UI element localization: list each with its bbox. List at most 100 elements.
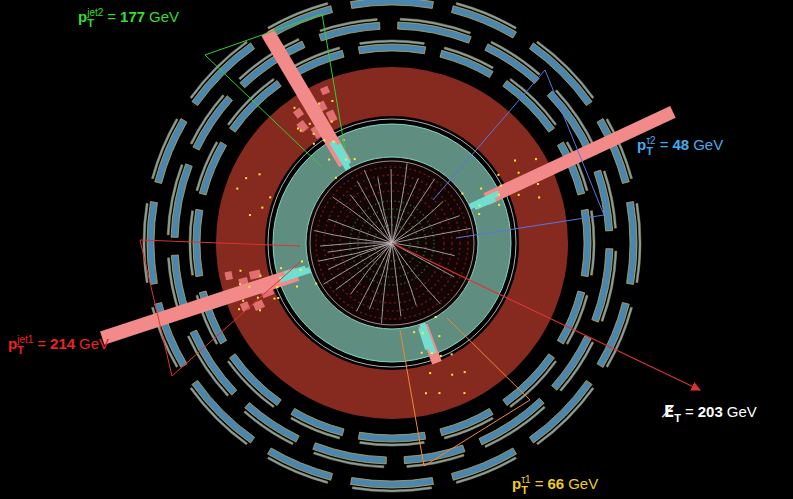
cone-line [545, 70, 604, 215]
hit [435, 316, 437, 318]
track [369, 243, 392, 309]
cone-line [447, 318, 530, 400]
hit [438, 392, 440, 394]
quantity-value: p [512, 475, 521, 492]
quantity-text: GeV [79, 335, 109, 352]
muon-chamber-layer [590, 211, 595, 276]
muon-chamber [192, 43, 255, 106]
muon-chamber-layer [352, 487, 431, 492]
muon-chamber [192, 380, 255, 443]
calorimeter-tower [293, 108, 304, 119]
muon-chamber-layer [167, 165, 183, 235]
quantity-value: 203 [698, 403, 723, 420]
cone-line [456, 215, 604, 238]
hit [280, 267, 282, 269]
muon-chamber-layer [227, 78, 274, 125]
calorimeter-tower [249, 270, 262, 280]
track [320, 243, 392, 246]
superscript: τ1 [521, 475, 531, 485]
quantity-text: = [37, 335, 46, 352]
hit [451, 353, 453, 355]
hit [514, 159, 516, 161]
hit [328, 159, 330, 161]
quantity-value: p [78, 8, 87, 25]
cone-line [205, 14, 322, 55]
hit [345, 159, 347, 161]
hit [277, 297, 279, 299]
jet-deposit [100, 268, 299, 345]
muon-chamber [358, 44, 425, 54]
muon-chamber [627, 202, 637, 285]
em-deposit [474, 198, 496, 210]
hit [276, 286, 278, 288]
subscript: T [521, 485, 531, 495]
hit [323, 139, 325, 141]
script-stack: T [674, 403, 681, 423]
momentum-label: pτ2T=48GeV [637, 135, 723, 156]
track [392, 243, 440, 304]
track [323, 243, 392, 284]
muon-chamber-layer [537, 388, 594, 445]
hit [431, 352, 433, 354]
track [392, 243, 455, 256]
hit [422, 332, 424, 334]
hit [500, 185, 502, 187]
hit [331, 121, 333, 123]
muon-chamber-layer [510, 78, 557, 125]
hit [245, 177, 247, 179]
hit [242, 300, 244, 302]
cone-line [205, 55, 322, 167]
hit [413, 331, 415, 333]
muon-chamber [313, 443, 387, 464]
script-stack: jet1T [17, 335, 33, 355]
cone-line [400, 330, 424, 466]
muon-chamber [529, 380, 592, 443]
hit [331, 100, 333, 102]
track [391, 169, 393, 243]
cone-line [424, 400, 530, 466]
hit [301, 260, 303, 262]
quantity-value: 48 [672, 136, 689, 153]
hit [421, 352, 423, 354]
hit [497, 174, 499, 176]
subscript: T [674, 413, 681, 423]
em-deposit [418, 328, 429, 350]
hit [239, 283, 241, 285]
hit [300, 269, 302, 271]
track [318, 243, 392, 261]
quantity-value: E̸ [664, 403, 674, 421]
hit [461, 193, 463, 195]
muon-chamber [171, 164, 192, 238]
muon-chamber [193, 209, 203, 276]
hit [354, 158, 356, 160]
calorimeter-tower [320, 86, 330, 96]
quantity-text: = [685, 403, 694, 420]
quantity-value: 177 [120, 8, 145, 25]
quantity-text: GeV [149, 8, 179, 25]
hit [309, 123, 311, 125]
track [351, 243, 392, 294]
hit [425, 392, 427, 394]
cone-line [322, 14, 345, 150]
superscript [674, 403, 681, 413]
quantity-value: p [8, 335, 17, 352]
hit [498, 204, 500, 206]
momentum-label: pjet2T=177GeV [78, 7, 179, 28]
muon-chamber-layer [360, 441, 425, 446]
hit [313, 143, 315, 145]
muon-chamber-layer [268, 3, 328, 29]
muon-chamber-layer [268, 457, 328, 483]
hit [463, 392, 465, 394]
quantity-text: = [535, 475, 544, 492]
muon-chamber-layer [601, 251, 617, 321]
hit [315, 283, 317, 285]
muon-chamber [319, 22, 380, 41]
superscript: jet1 [17, 335, 33, 345]
muon-chamber [529, 43, 592, 106]
track [333, 197, 392, 243]
quantity-text: GeV [727, 403, 757, 420]
subscript: T [17, 345, 33, 355]
em-deposit [329, 140, 350, 171]
track [328, 219, 392, 243]
